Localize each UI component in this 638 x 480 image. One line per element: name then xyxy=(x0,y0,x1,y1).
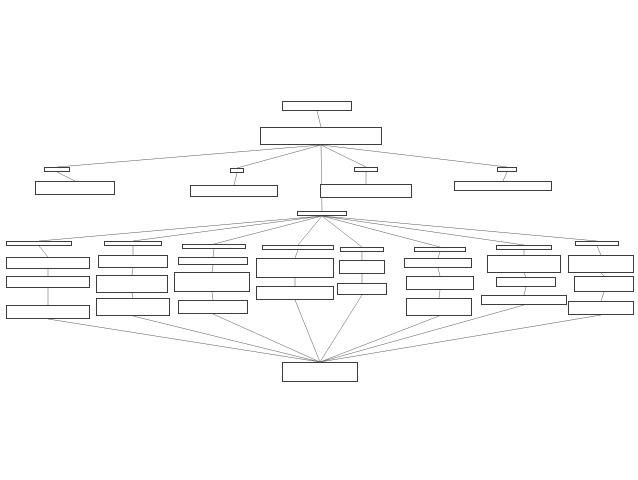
connector-line xyxy=(131,292,134,299)
author-node-2[interactable] xyxy=(230,168,244,173)
connector-line xyxy=(502,171,508,182)
connector-line xyxy=(523,272,527,278)
intelligence-detail-1b[interactable] xyxy=(6,305,90,319)
connector-line xyxy=(212,313,321,363)
conclusion-node[interactable] xyxy=(282,362,358,382)
intelligence-header-2[interactable] xyxy=(104,241,162,246)
connector-line xyxy=(437,267,441,277)
intelligence-detail-2b[interactable] xyxy=(96,298,170,316)
author-node-3[interactable] xyxy=(354,167,378,172)
intelligence-desc-3[interactable] xyxy=(178,257,248,265)
intelligence-detail-3b[interactable] xyxy=(178,300,248,314)
connector-line xyxy=(294,249,299,259)
connector-line xyxy=(437,251,441,259)
connector-line xyxy=(213,215,323,245)
connector-line xyxy=(438,289,441,299)
connector-line xyxy=(320,144,323,212)
connector-line xyxy=(236,144,322,169)
connector-line xyxy=(316,110,322,128)
intelligence-detail-3a[interactable] xyxy=(174,272,250,292)
intelligence-detail-2a[interactable] xyxy=(96,275,168,293)
connector-line xyxy=(132,315,321,363)
intelligence-header-7[interactable] xyxy=(496,245,552,250)
intelligence-desc-6[interactable] xyxy=(404,258,472,268)
intelligence-desc-1[interactable] xyxy=(6,257,90,269)
connector-line xyxy=(319,315,440,363)
definition-node[interactable] xyxy=(260,127,382,145)
connector-line xyxy=(38,215,323,242)
connector-line xyxy=(319,294,363,363)
connector-line xyxy=(600,272,605,277)
intelligence-detail-7b[interactable] xyxy=(481,295,567,305)
intelligence-desc-4[interactable] xyxy=(256,258,334,278)
connector-line xyxy=(321,215,525,246)
intelligence-detail-5a[interactable] xyxy=(337,283,387,295)
connector-line xyxy=(319,314,602,363)
connector-line xyxy=(523,286,527,296)
connector-line xyxy=(132,215,323,242)
intelligence-detail-4a[interactable] xyxy=(256,286,334,300)
author-node-4[interactable] xyxy=(497,167,517,172)
types-hub[interactable] xyxy=(297,211,347,216)
author-desc-2[interactable] xyxy=(190,185,278,197)
intelligence-detail-6b[interactable] xyxy=(406,298,472,316)
intelligence-header-1[interactable] xyxy=(6,241,72,246)
intelligence-desc-7[interactable] xyxy=(487,255,561,273)
intelligence-header-6[interactable] xyxy=(414,247,466,252)
intelligence-desc-8[interactable] xyxy=(568,255,634,273)
intelligence-detail-1a[interactable] xyxy=(6,276,90,288)
connector-line xyxy=(56,171,76,182)
intelligence-desc-2[interactable] xyxy=(98,255,168,268)
connector-line xyxy=(294,299,321,363)
intelligence-header-8[interactable] xyxy=(575,241,619,246)
intelligence-desc-5[interactable] xyxy=(339,260,385,274)
connector-line xyxy=(321,215,441,248)
connector-line xyxy=(212,248,215,258)
intelligence-header-5[interactable] xyxy=(340,247,384,252)
author-desc-3[interactable] xyxy=(320,184,412,198)
connector-line xyxy=(211,264,214,273)
author-node-1[interactable] xyxy=(44,167,70,172)
intelligence-detail-8a[interactable] xyxy=(574,276,634,292)
connector-line xyxy=(297,215,323,246)
connector-line xyxy=(320,144,508,168)
connector-line xyxy=(47,318,321,363)
connector-line xyxy=(131,267,134,276)
connector-line xyxy=(321,215,598,242)
intelligence-detail-6a[interactable] xyxy=(406,276,474,290)
intelligence-header-4[interactable] xyxy=(262,245,334,250)
connector-line xyxy=(596,245,602,256)
connector-line xyxy=(38,245,49,258)
connector-line xyxy=(600,291,605,302)
connector-line xyxy=(319,304,525,363)
intelligence-detail-7a[interactable] xyxy=(496,277,556,287)
map-title[interactable] xyxy=(282,101,352,111)
author-desc-4[interactable] xyxy=(454,181,552,191)
connector-line xyxy=(320,144,367,168)
connector-line xyxy=(56,144,322,168)
author-desc-1[interactable] xyxy=(35,181,115,195)
connector-line xyxy=(211,291,214,301)
connector-line xyxy=(321,215,363,248)
connector-line xyxy=(233,172,238,186)
intelligence-header-3[interactable] xyxy=(182,244,246,249)
intelligence-detail-8b[interactable] xyxy=(568,301,634,315)
